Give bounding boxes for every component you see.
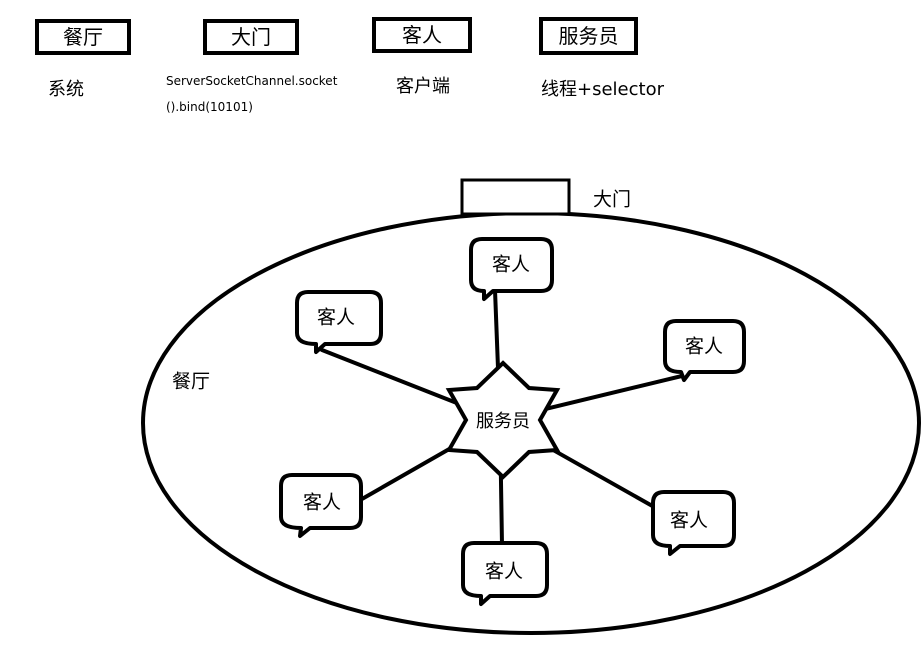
legend-meaning-door: ServerSocketChannel.socket (166, 74, 338, 88)
legend-meaning-waiter: 线程+selector (541, 79, 664, 100)
legend-meaning-restaurant: 系统 (48, 79, 84, 100)
guest-label: 客人 (303, 492, 341, 514)
waiter-star (445, 360, 561, 480)
guest-bubble: 客人 (295, 290, 383, 354)
guest-label: 客人 (317, 307, 355, 329)
legend-term-door: 大门 (231, 25, 271, 49)
legend-box-door: 大门 (203, 19, 299, 55)
legend-term-guest: 客人 (402, 23, 442, 47)
guest-bubble-shape (651, 490, 736, 556)
guest-bubble-shape (469, 237, 554, 301)
legend-meaning-door-line2: ().bind(10101) (166, 100, 253, 114)
door-rect (460, 178, 571, 216)
legend-box-restaurant: 餐厅 (35, 19, 131, 55)
legend-box-guest: 客人 (372, 17, 472, 53)
restaurant-label: 餐厅 (172, 371, 210, 393)
waiter-label: 服务员 (476, 411, 530, 432)
door-label: 大门 (593, 189, 631, 211)
guest-bubble: 客人 (469, 237, 554, 301)
guest-bubble-shape (663, 319, 746, 382)
guest-label: 客人 (492, 254, 530, 276)
guest-bubble: 客人 (461, 541, 549, 606)
guest-label: 客人 (670, 510, 708, 532)
guest-bubble: 客人 (279, 473, 363, 538)
legend-term-waiter: 服务员 (558, 24, 619, 48)
legend-meaning-guest: 客户端 (396, 76, 450, 97)
guest-bubble: 客人 (651, 490, 736, 556)
guest-bubble: 客人 (663, 319, 746, 382)
legend-term-restaurant: 餐厅 (63, 25, 103, 49)
legend-box-waiter: 服务员 (539, 17, 638, 55)
guest-label: 客人 (485, 561, 523, 583)
guest-bubble-shape (461, 541, 549, 606)
guest-bubble-shape (279, 473, 363, 538)
guest-label: 客人 (685, 336, 723, 358)
guest-bubble-shape (295, 290, 383, 354)
